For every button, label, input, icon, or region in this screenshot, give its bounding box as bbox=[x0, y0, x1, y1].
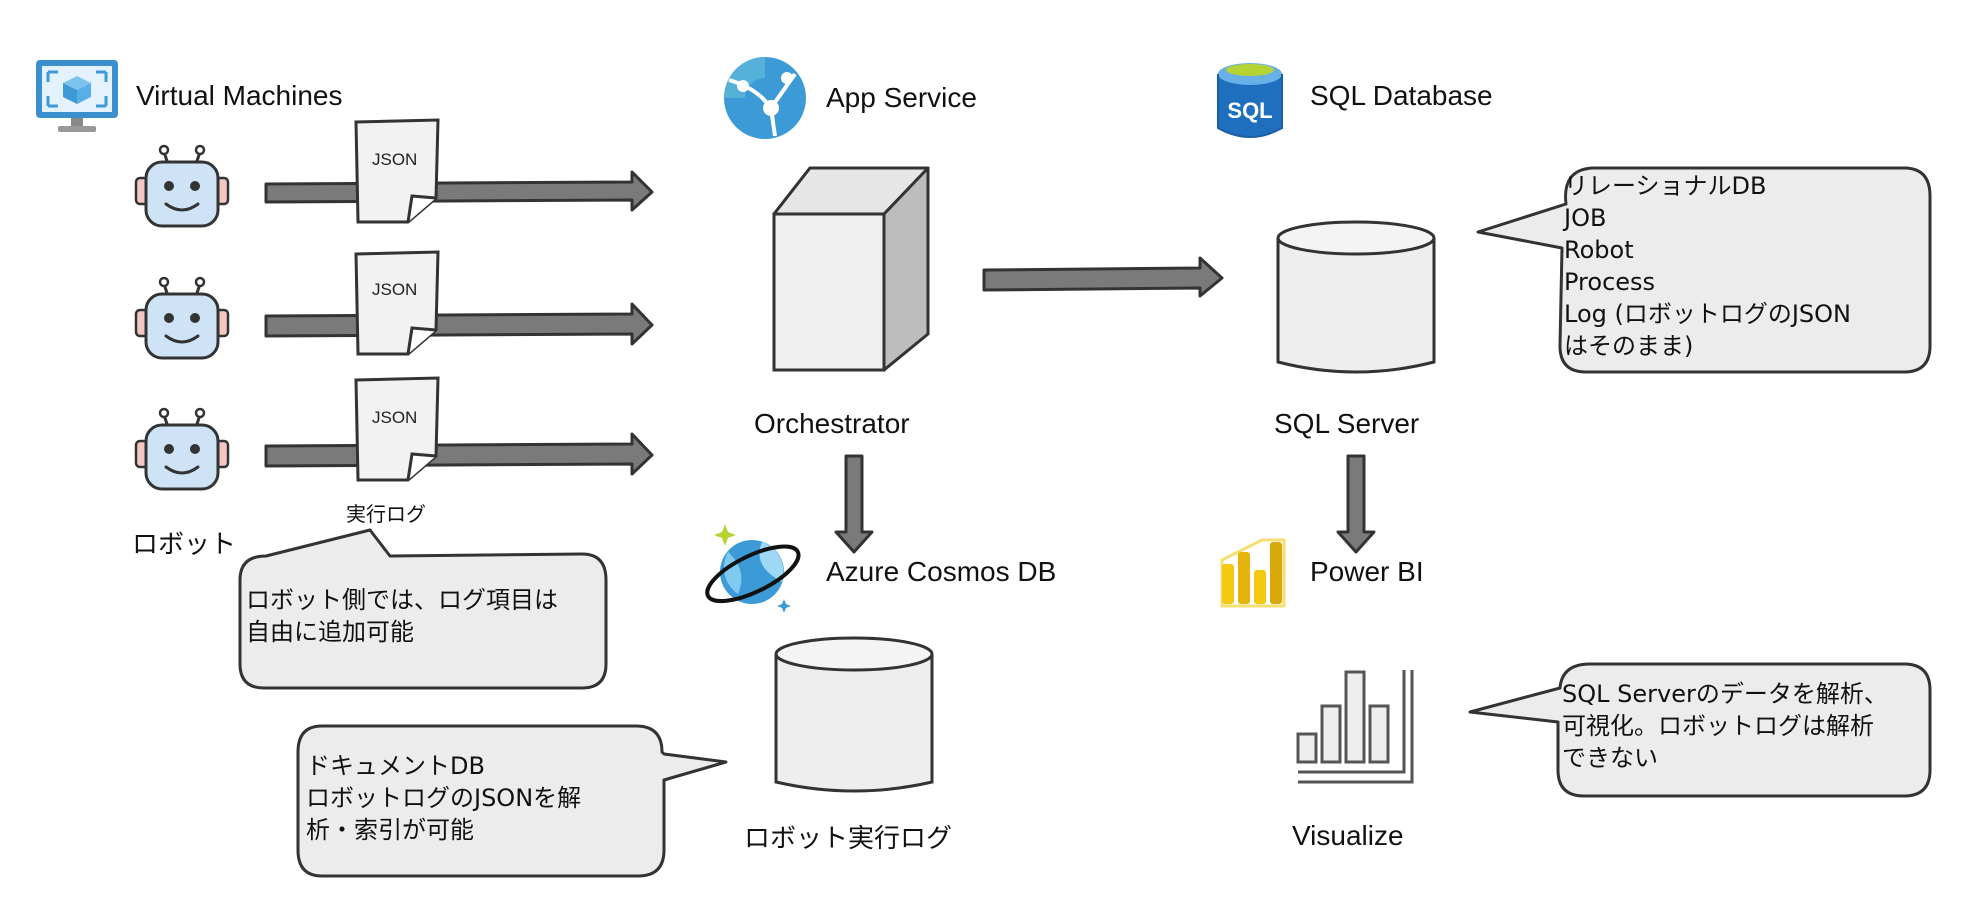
speech-bubble bbox=[296, 724, 728, 878]
sql-note-line: はそのまま) bbox=[1564, 332, 1694, 360]
robot-note: ロボット側では、ログ項目は 自由に追加可能 bbox=[246, 584, 558, 648]
sql-note-line: Robot bbox=[1564, 236, 1634, 264]
flow-arrow bbox=[834, 454, 874, 554]
sql-note: リレーショナルDB JOB Robot Process Log (ロボットログの… bbox=[1564, 170, 1851, 362]
json-document-label: JSON bbox=[372, 280, 418, 299]
database-icon bbox=[1276, 220, 1436, 374]
robot-log-label: ロボット実行ログ bbox=[744, 824, 953, 854]
cosmos-db-icon bbox=[705, 524, 801, 613]
visualize-note-line: 可視化。ロボットログは解析 bbox=[1562, 712, 1874, 740]
speech-bubble bbox=[1476, 166, 1932, 374]
service-label-virtual-machines: Virtual Machines bbox=[136, 80, 343, 111]
json-document-label: JSON bbox=[372, 150, 418, 169]
visualize-note-line: できない bbox=[1562, 744, 1658, 772]
flow-arrow bbox=[982, 256, 1224, 298]
sql-note-line: JOB bbox=[1564, 204, 1607, 232]
robot-label: ロボット bbox=[132, 530, 237, 560]
cosmos-note-line: 析・索引が可能 bbox=[306, 816, 474, 844]
sql-database-icon: SQL bbox=[1217, 63, 1283, 138]
flow-arrow bbox=[264, 432, 654, 476]
robot-icon bbox=[134, 276, 230, 360]
sql-note-line: Log (ロボットログのJSON bbox=[1564, 300, 1852, 328]
sql-note-line: Process bbox=[1564, 268, 1656, 296]
robot-icon bbox=[134, 407, 230, 491]
flow-arrow bbox=[264, 170, 654, 212]
bar-chart-icon bbox=[1296, 670, 1414, 784]
service-label-power-bi: Power BI bbox=[1310, 556, 1424, 587]
server-icon bbox=[772, 166, 930, 372]
cosmos-note-line: ロボットログのJSONを解 bbox=[306, 784, 582, 812]
sql-server-label: SQL Server bbox=[1274, 408, 1420, 439]
visualize-note: SQL Serverのデータを解析、 可視化。ロボットログは解析 できない bbox=[1562, 678, 1888, 774]
service-label-app-service: App Service bbox=[826, 82, 977, 113]
robot-note-line: ロボット側では、ログ項目は bbox=[246, 586, 558, 614]
flow-arrow bbox=[1336, 454, 1376, 554]
speech-bubble bbox=[1468, 662, 1932, 798]
cosmos-note: ドキュメントDB ロボットログのJSONを解 析・索引が可能 bbox=[306, 750, 581, 846]
orchestrator-label: Orchestrator bbox=[754, 408, 910, 439]
service-label-cosmos-db: Azure Cosmos DB bbox=[826, 556, 1057, 587]
sql-note-line: リレーショナルDB bbox=[1564, 172, 1767, 200]
speech-bubble bbox=[238, 528, 608, 690]
virtual-machine-icon bbox=[36, 60, 118, 132]
app-service-icon bbox=[724, 57, 806, 139]
json-document-icon bbox=[354, 376, 440, 482]
robot-note-line: 自由に追加可能 bbox=[246, 618, 414, 646]
visualize-note-line: SQL Serverのデータを解析、 bbox=[1562, 680, 1888, 708]
json-document-label: JSON bbox=[372, 408, 418, 427]
visualize-label: Visualize bbox=[1292, 820, 1404, 851]
power-bi-icon bbox=[1220, 538, 1286, 608]
database-icon bbox=[774, 636, 934, 793]
robot-icon bbox=[134, 144, 230, 228]
cosmos-note-line: ドキュメントDB bbox=[306, 752, 485, 780]
json-document-icon bbox=[354, 118, 440, 224]
json-document-icon bbox=[354, 250, 440, 356]
service-label-sql-database: SQL Database bbox=[1310, 80, 1493, 111]
exec-log-label: 実行ログ bbox=[346, 502, 426, 526]
svg-text:SQL: SQL bbox=[1227, 98, 1272, 123]
flow-arrow bbox=[264, 302, 654, 346]
